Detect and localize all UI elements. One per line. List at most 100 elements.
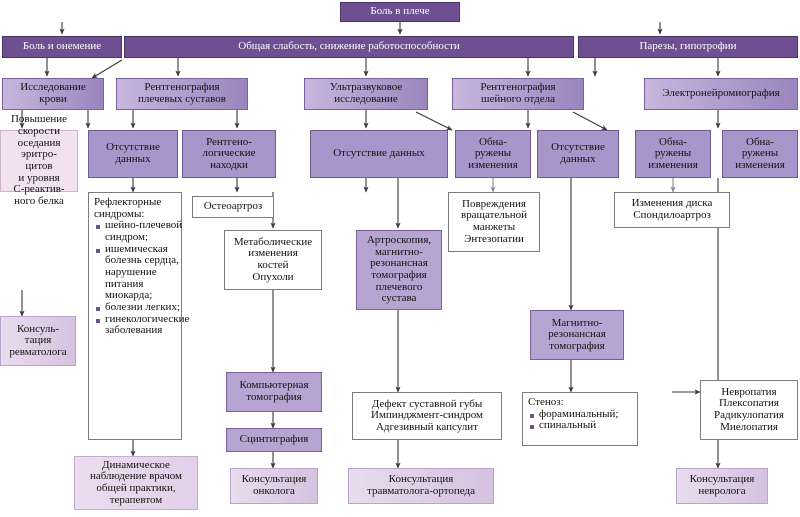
node-label-line: Плексопатия: [718, 397, 779, 410]
node-label-line: Повреждения: [462, 197, 526, 210]
node-label-line: наблюдение врачом: [89, 470, 183, 483]
node-result-changes-emg[interactable]: Обна- ружены изменения: [722, 130, 798, 178]
list-item: болезни легких;: [95, 301, 189, 314]
node-label: Общая слабость, снижение работоспособнос…: [238, 40, 460, 53]
node-procedure-ct[interactable]: Компьютерная томография: [226, 372, 322, 412]
node-label-line: томография: [371, 269, 427, 281]
node-label-line: сустава: [381, 292, 417, 305]
node-test-xray-cervical-spine[interactable]: Рентгенография шейного отдела: [452, 78, 584, 110]
node-label-line: общей практики,: [96, 482, 176, 494]
node-consult-rheumatologist[interactable]: Консуль- тация ревматолога: [0, 316, 76, 366]
node-diagnosis-rotator-cuff-enthesopathy[interactable]: Повреждения вращательной манжеты Энтезоп…: [448, 192, 540, 252]
node-label-line: Отсутствие: [551, 141, 605, 154]
node-label-line: манжеты: [472, 221, 516, 233]
node-result-no-data-xray-shoulder[interactable]: Отсутствие данных: [88, 130, 178, 178]
node-label-line: резонансная: [548, 328, 606, 341]
node-label-line: Изменения диска: [631, 197, 713, 210]
node-test-blood-study[interactable]: Исследование крови: [2, 78, 104, 110]
node-test-ultrasound[interactable]: Ультразвуковое исследование: [304, 78, 428, 110]
node-label-line: Консуль-: [16, 322, 60, 335]
node-label-line: тация: [24, 334, 52, 347]
node-label-line: Дефект суставной губы: [371, 397, 483, 410]
node-label-line: скорости: [17, 125, 61, 138]
node-diagnosis-osteoarthrosis[interactable]: Остеоартроз: [192, 196, 274, 218]
node-result-no-data-ultrasound[interactable]: Отсутствие данных: [310, 130, 448, 178]
node-diagnosis-metabolic-bone-tumors[interactable]: Метаболические изменения костей Опухоли: [224, 230, 322, 290]
node-label-line: Динамическое: [102, 458, 170, 471]
node-label-line: магнитно-: [375, 245, 423, 258]
node-diagnosis-neuropathy-group[interactable]: Невропатия Плексопатия Радикулопатия Мие…: [700, 380, 798, 440]
node-label-line: Исследование: [20, 81, 86, 94]
node-result-no-data-cervical[interactable]: Отсутствие данных: [537, 130, 619, 178]
node-label-line: Остеоартроз: [203, 200, 263, 213]
node-label-line: ревматолога: [9, 345, 67, 358]
node-label-line: онколога: [253, 485, 295, 497]
node-label-line: изменения: [735, 158, 785, 171]
node-consult-traumatologist-orthopedist[interactable]: Консультация травматолога-ортопеда: [348, 468, 494, 504]
node-label-line: ного белка: [14, 194, 64, 207]
node-diagnosis-labrum-impingement-capsulitis[interactable]: Дефект суставной губы Импинджмент-синдро…: [352, 392, 502, 440]
node-label-line: Отсутствие: [106, 141, 160, 154]
node-label-line: Опухоли: [252, 270, 294, 283]
list-item: спинальный: [529, 420, 618, 432]
node-procedure-scintigraphy[interactable]: Сцинтиграфия: [226, 428, 322, 452]
node-symptom-paresis[interactable]: Парезы, гипотрофии: [578, 36, 798, 58]
node-label-line: Невропатия: [721, 385, 777, 398]
node-label-line: Ультразвуковое: [329, 81, 403, 94]
stenosis-list: фораминальный; спинальный: [528, 407, 619, 432]
node-label-line: томография: [246, 391, 302, 403]
node-label-line: Повышение: [10, 113, 68, 126]
node-label-line: Метаболические: [233, 235, 313, 248]
node-label-line: находки: [210, 158, 248, 171]
node-label-line: ружены: [474, 147, 512, 160]
node-symptom-general-weakness[interactable]: Общая слабость, снижение работоспособнос…: [124, 36, 574, 58]
node-procedure-arthroscopy-mri-shoulder[interactable]: Артроскопия, магнитно- резонансная томог…: [356, 230, 442, 310]
node-root-shoulder-pain[interactable]: Боль в плече: [340, 2, 460, 22]
reflex-syndrome-list: шейно-плечевой синдром; ишемическая боле…: [94, 219, 190, 337]
node-test-xray-shoulder-joints[interactable]: Рентгенография плечевых суставов: [116, 78, 248, 110]
node-label-line: костей: [257, 259, 289, 271]
node-label-line: вращательной: [460, 209, 528, 222]
node-consult-neurologist[interactable]: Консультация невролога: [676, 468, 768, 504]
node-label-line: цитов: [25, 160, 53, 172]
list-item: гинекологические заболевания: [95, 312, 190, 337]
node-label-line: Рентгенография: [144, 81, 220, 94]
node-label-line: Консультация: [388, 473, 454, 486]
node-consult-oncologist[interactable]: Консультация онколога: [230, 468, 318, 504]
node-label: Боль и онемение: [22, 40, 102, 53]
node-result-changes-ultrasound[interactable]: Обна- ружены изменения: [455, 130, 531, 178]
node-label-line: Радикулопатия: [714, 409, 784, 421]
node-consult-general-practitioner-monitoring[interactable]: Динамическое наблюдение врачом общей пра…: [74, 456, 198, 510]
node-label-lead: Рефлекторные синдромы:: [94, 196, 162, 220]
node-label-line: Отсутствие данных: [333, 147, 425, 160]
node-label-line: травматолога-ортопеда: [367, 485, 475, 497]
node-label-line: Магнитно-: [551, 316, 603, 329]
node-test-electroneuromyography[interactable]: Электронейромиография: [644, 78, 798, 110]
node-label-line: плечевого: [375, 280, 423, 293]
node-label-line: Адгезивный капсулит: [375, 420, 478, 433]
list-item: шейно-плечевой синдром;: [95, 219, 189, 243]
node-result-radiological-findings[interactable]: Рентгено- логические находки: [182, 130, 276, 178]
node-result-changes-cervical[interactable]: Обна- ружены изменения: [635, 130, 711, 178]
node-label-line: и уровня: [18, 171, 60, 184]
node-label-line: Обна-: [746, 135, 774, 148]
node-label-line: эритро-: [21, 148, 57, 161]
node-label-line: данных: [115, 153, 151, 165]
node-procedure-mri[interactable]: Магнитно- резонансная томография: [530, 310, 624, 360]
node-label-line: Импинджмент-синдром: [371, 409, 483, 422]
node-symptom-pain-numbness[interactable]: Боль и онемение: [2, 36, 122, 58]
node-label-line: Обна-: [479, 135, 507, 148]
node-label-line: Электронейромиография: [662, 87, 780, 100]
node-diagnosis-reflex-syndromes[interactable]: Рефлекторные синдромы: шейно-плечевой си…: [88, 192, 189, 440]
list-item: фораминальный;: [529, 407, 619, 420]
node-label-line: ружены: [741, 147, 779, 160]
node-label-line: данных: [560, 153, 596, 165]
node-diagnosis-disc-spondyloarthrosis[interactable]: Изменения диска Спондилоартроз: [614, 192, 730, 228]
node-label-line: резонансная: [370, 257, 428, 270]
node-result-elevated-esr-crp[interactable]: Повышение скорости оседания эритро- цито…: [0, 114, 78, 207]
list-item: ишемическая болезнь сердца, нарушение пи…: [95, 243, 189, 302]
node-label-line: Сцинтиграфия: [239, 433, 309, 446]
node-label-line: Артроскопия,: [366, 234, 432, 247]
node-diagnosis-stenosis[interactable]: Стеноз: фораминальный; спинальный: [522, 392, 638, 446]
